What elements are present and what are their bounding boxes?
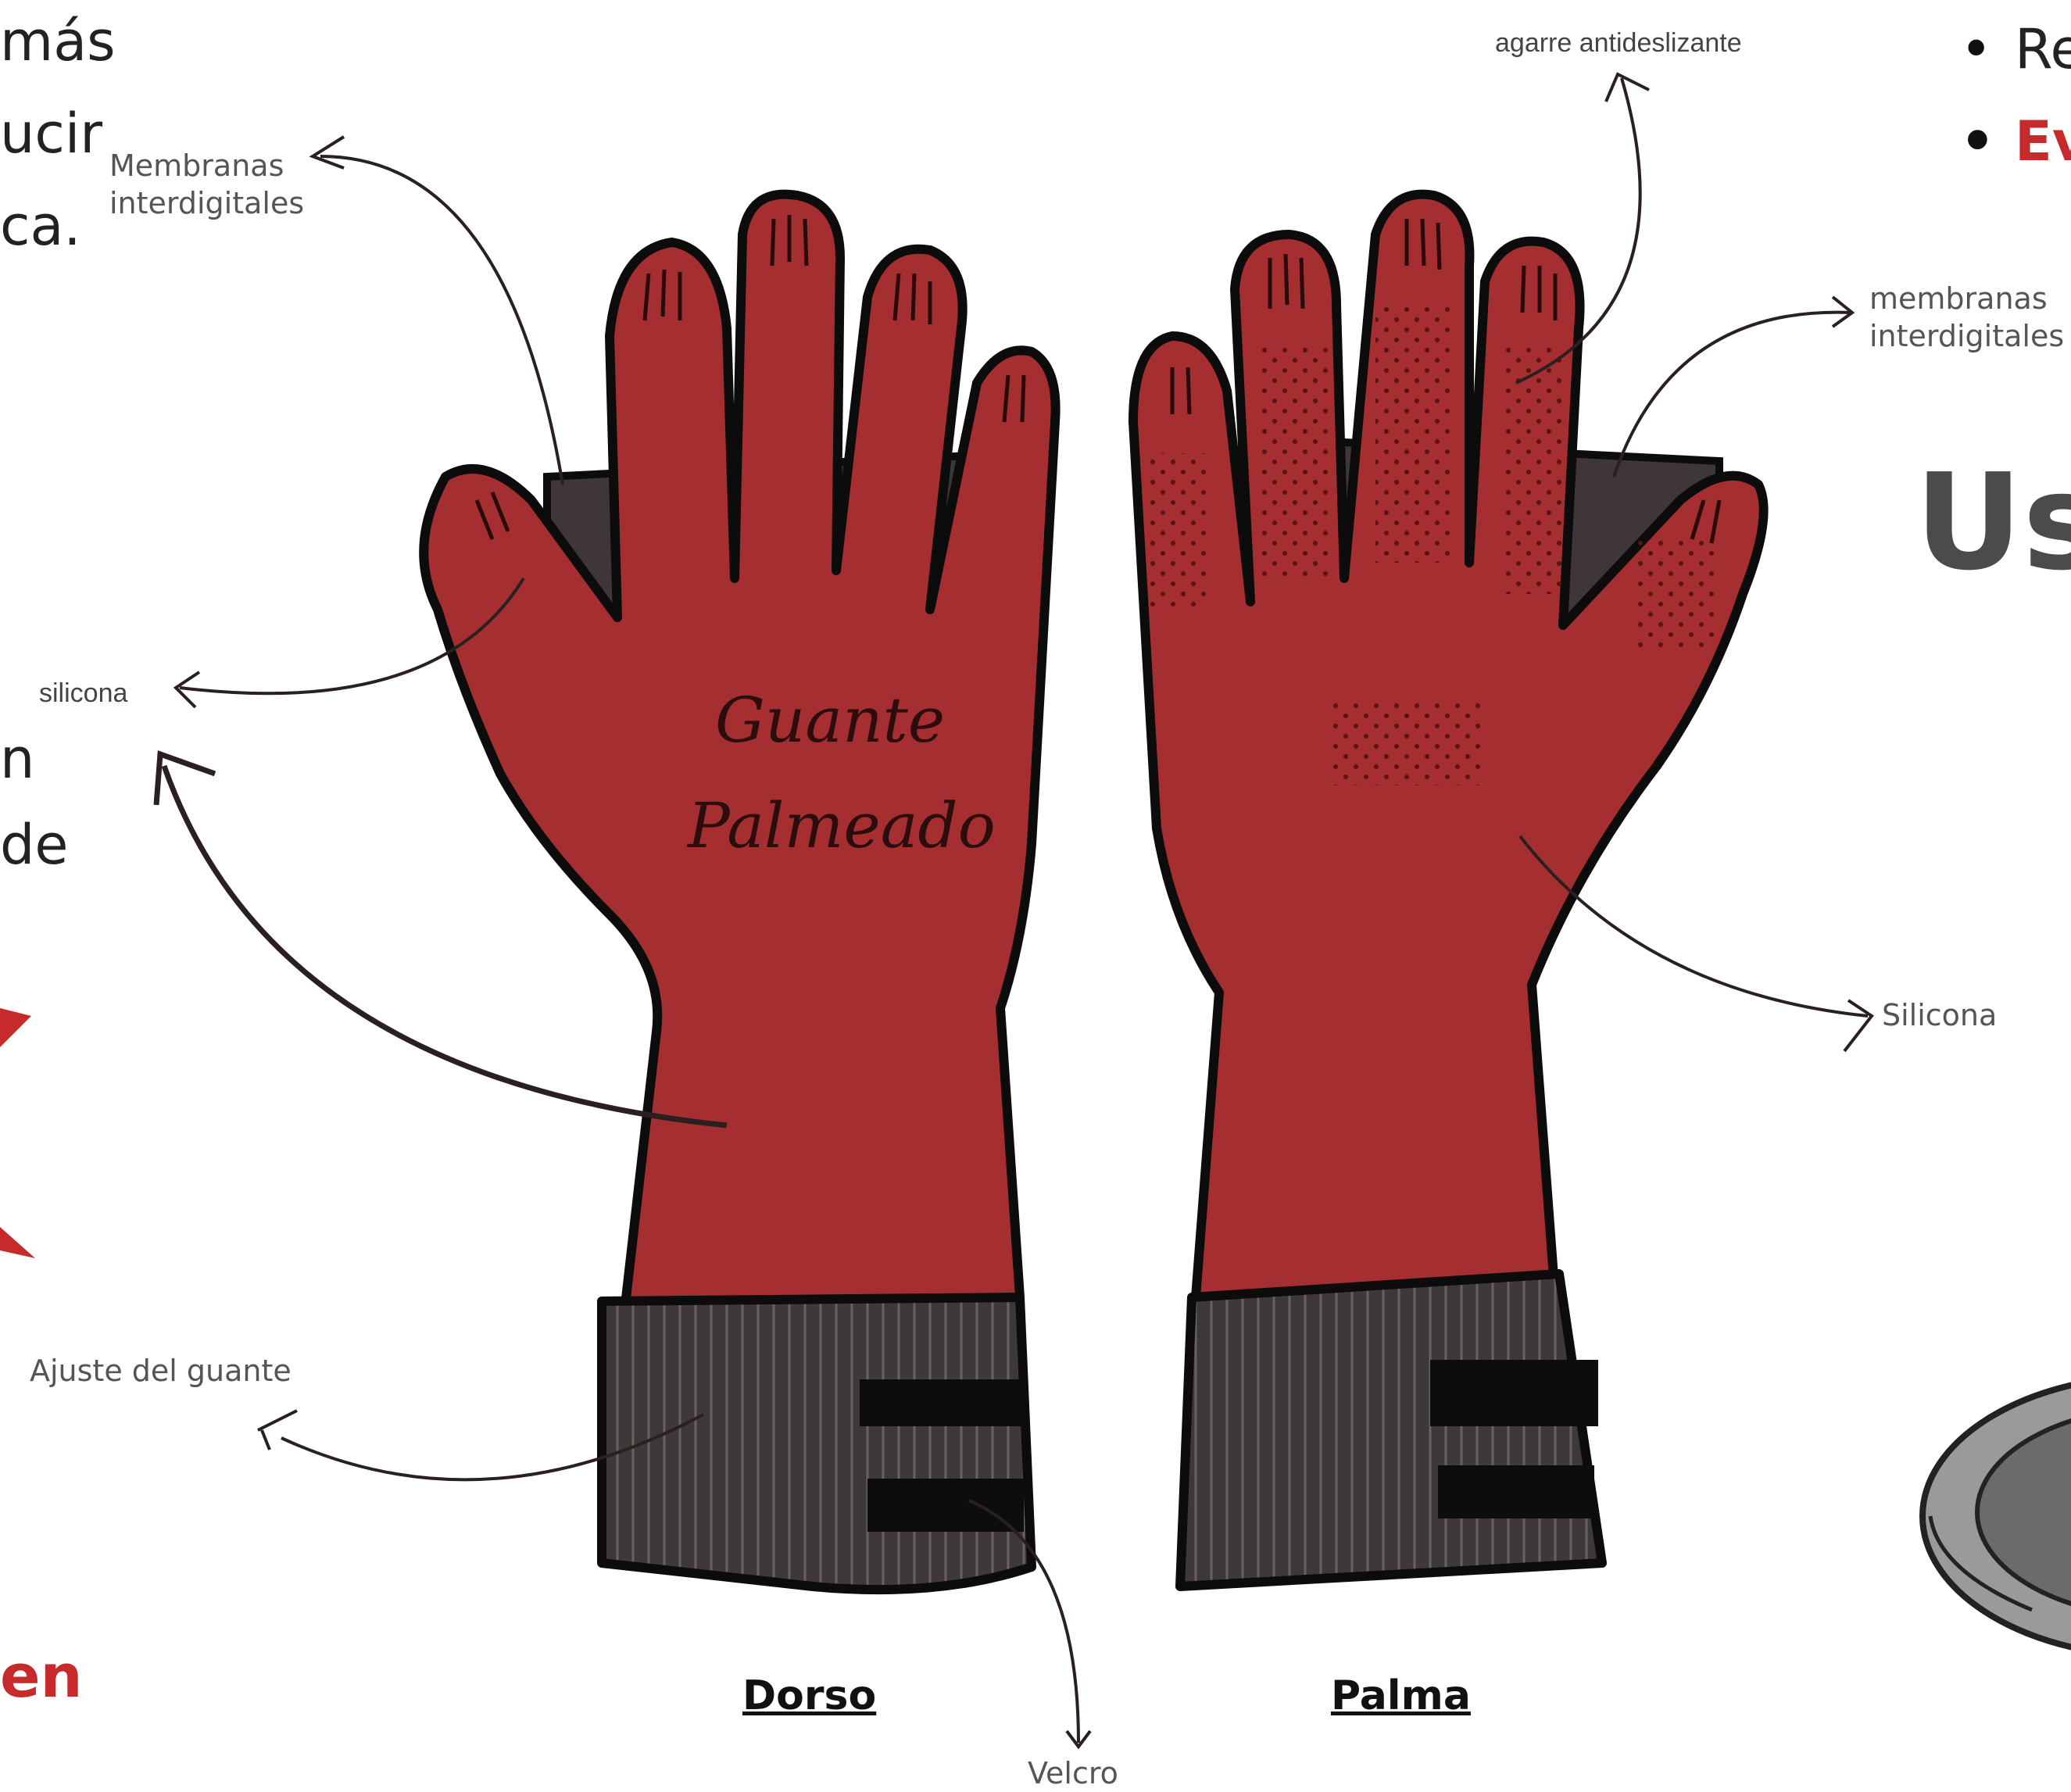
- arrow-big-left-head: [156, 754, 215, 805]
- label-silicona-left: silicona: [39, 678, 127, 709]
- velcro-strap-right-2: [1438, 1465, 1594, 1518]
- label-membranas-left-line2: interdigitales: [109, 184, 304, 222]
- glove-palma: [1133, 195, 1764, 1586]
- arrow-silicona-right-head: [1844, 1000, 1872, 1051]
- cuff-right: [1180, 1274, 1602, 1586]
- glove-title-line-1: Guante: [715, 684, 945, 757]
- grip-dots-palm: [1332, 699, 1481, 785]
- label-membranas-right-line1: membranas: [1869, 280, 2064, 317]
- label-membranas-right: membranas interdigitales: [1869, 280, 2064, 355]
- velcro-strap-left-1: [860, 1379, 1024, 1426]
- label-palma: Palma: [1331, 1672, 1471, 1719]
- arrow-membranas-left: [320, 156, 563, 485]
- cuff-left: [602, 1297, 1032, 1590]
- label-velcro: Velcro: [1028, 1754, 1118, 1792]
- label-agarre: agarre antideslizante: [1495, 28, 1742, 59]
- label-membranas-left-line1: Membranas: [109, 147, 304, 184]
- arrow-membranas-left-head: [313, 137, 344, 168]
- glove-title-line-2: Palmeado: [688, 789, 996, 862]
- glove-dorso: [424, 195, 1055, 1590]
- label-ajuste: Ajuste del guante: [30, 1352, 292, 1390]
- decorative-red-arrow-shape: [0, 1008, 35, 1258]
- velcro-strap-left-2: [867, 1479, 1024, 1532]
- label-membranas-left: Membranas interdigitales: [109, 147, 304, 222]
- frying-pan-icon: [1923, 1375, 2071, 1657]
- label-dorso: Dorso: [742, 1672, 876, 1719]
- label-membranas-right-line2: interdigitales: [1869, 317, 2064, 355]
- label-silicona-right: Silicona: [1882, 996, 1997, 1034]
- velcro-strap-right-1: [1430, 1360, 1598, 1426]
- arrow-membranas-right: [1614, 313, 1852, 477]
